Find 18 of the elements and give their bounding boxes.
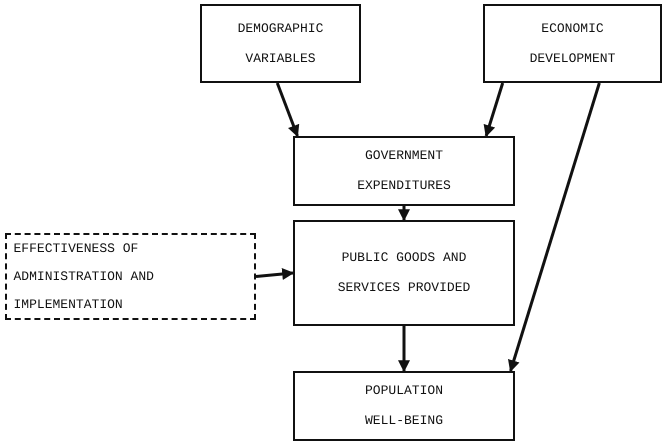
arrow — [508, 82, 601, 372]
process-box — [483, 4, 662, 83]
box-label: ECONOMIC DEVELOPMENT — [528, 20, 616, 68]
process-box — [293, 136, 515, 206]
box-label: PUBLIC GOODS AND SERVICES PROVIDED — [336, 249, 472, 297]
process-box — [293, 220, 515, 326]
box-label: POPULATION WELL-BEING — [364, 382, 444, 430]
box-label: GOVERNMENT EXPENDITURES — [356, 147, 452, 195]
arrow — [484, 82, 504, 138]
box-label: DEMOGRAPHIC VARIABLES — [236, 20, 324, 68]
arrow — [276, 82, 300, 138]
arrow — [256, 268, 294, 280]
box-label: EFFECTIVENESS OF ADMINISTRATION AND IMPLEMENTATION — [12, 240, 155, 314]
arrow — [398, 206, 410, 222]
process-box — [293, 371, 515, 441]
dashed-process-box — [5, 233, 256, 320]
arrow — [398, 326, 410, 372]
process-box — [200, 4, 361, 83]
